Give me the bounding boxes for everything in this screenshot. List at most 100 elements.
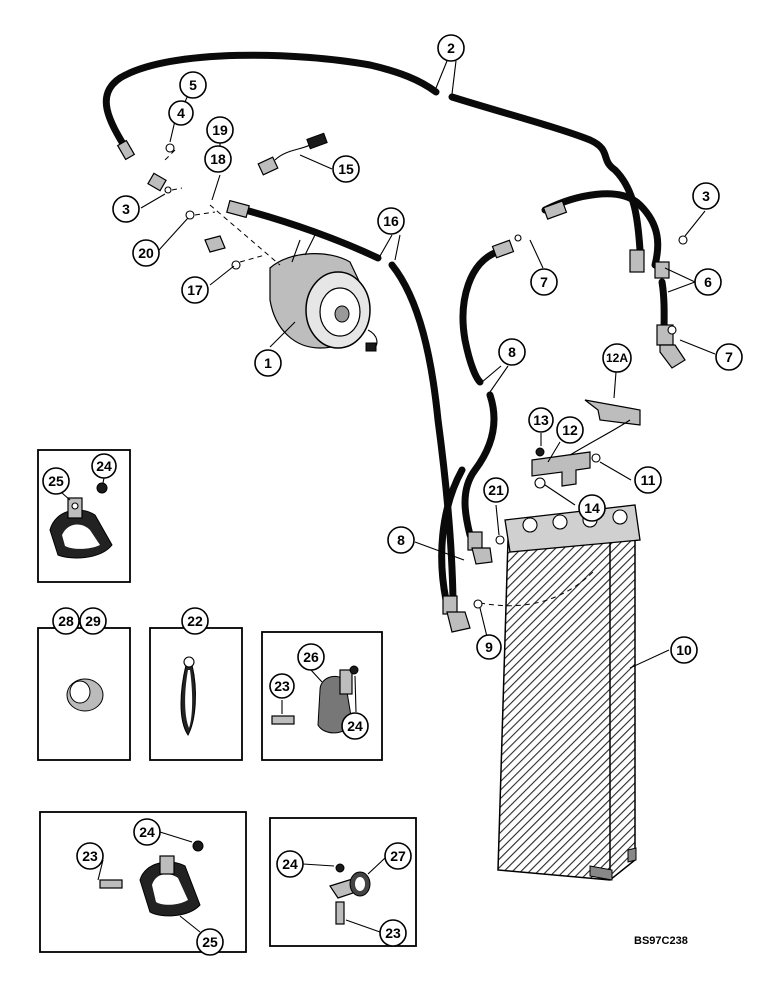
callout-4: 4 bbox=[168, 100, 194, 126]
callout-17: 17 bbox=[181, 276, 209, 304]
svg-text:15: 15 bbox=[338, 161, 354, 177]
svg-text:16: 16 bbox=[383, 213, 399, 229]
callout-25-inset1: 25 bbox=[42, 467, 70, 495]
svg-text:29: 29 bbox=[85, 613, 101, 629]
callout-2: 2 bbox=[437, 34, 465, 62]
callout-29: 29 bbox=[79, 607, 107, 635]
svg-text:1: 1 bbox=[264, 355, 272, 371]
callout-25-inset4: 25 bbox=[196, 928, 224, 956]
hose-6 bbox=[541, 190, 668, 339]
svg-text:3: 3 bbox=[122, 201, 130, 217]
callout-5: 5 bbox=[179, 71, 207, 99]
callout-23-inset4: 23 bbox=[76, 842, 104, 870]
hose-8-lower bbox=[461, 391, 498, 539]
svg-text:8: 8 bbox=[397, 532, 405, 548]
svg-text:13: 13 bbox=[533, 412, 549, 428]
hose-2-right bbox=[448, 93, 644, 254]
svg-text:7: 7 bbox=[540, 274, 548, 290]
callout-28: 28 bbox=[52, 607, 80, 635]
svg-text:19: 19 bbox=[212, 122, 228, 138]
callout-22: 22 bbox=[181, 607, 209, 635]
svg-text:22: 22 bbox=[187, 613, 203, 629]
svg-text:21: 21 bbox=[488, 482, 504, 498]
inset-grommet bbox=[37, 627, 131, 761]
svg-text:10: 10 bbox=[676, 642, 692, 658]
inset-leader-lines bbox=[61, 477, 386, 933]
hose-8-top bbox=[459, 248, 501, 386]
callout-13: 13 bbox=[528, 407, 554, 433]
callout-11: 11 bbox=[634, 466, 662, 494]
callout-8-left: 8 bbox=[387, 526, 415, 554]
callout-7-right: 7 bbox=[715, 343, 743, 371]
callout-24-inset3: 24 bbox=[341, 712, 369, 740]
callout-18: 18 bbox=[204, 145, 232, 173]
svg-text:12A: 12A bbox=[606, 351, 628, 365]
figure-code: BS97C238 bbox=[634, 935, 688, 947]
callout-26: 26 bbox=[297, 643, 325, 671]
callout-12a: 12A bbox=[602, 343, 632, 373]
svg-text:3: 3 bbox=[702, 188, 710, 204]
svg-text:25: 25 bbox=[202, 934, 218, 950]
hose-2-left bbox=[102, 51, 440, 156]
callout-24-inset1: 24 bbox=[91, 453, 117, 479]
callout-16: 16 bbox=[377, 207, 405, 235]
svg-text:11: 11 bbox=[641, 472, 656, 488]
svg-text:4: 4 bbox=[177, 105, 185, 121]
svg-text:27: 27 bbox=[390, 848, 406, 864]
svg-text:2: 2 bbox=[447, 40, 455, 56]
callout-12: 12 bbox=[556, 416, 584, 444]
callout-14: 14 bbox=[578, 494, 606, 522]
bracket-12 bbox=[531, 447, 591, 489]
callout-24-inset4: 24 bbox=[133, 818, 161, 846]
svg-text:24: 24 bbox=[282, 856, 298, 872]
callout-27: 27 bbox=[384, 842, 412, 870]
svg-text:6: 6 bbox=[704, 274, 712, 290]
o-ring-9 bbox=[473, 599, 483, 609]
hose-route-dashed bbox=[479, 569, 596, 607]
bracket-12a bbox=[569, 399, 641, 463]
svg-text:17: 17 bbox=[187, 282, 203, 298]
svg-text:25: 25 bbox=[48, 473, 64, 489]
small-parts-left bbox=[164, 143, 281, 270]
callout-19: 19 bbox=[206, 116, 234, 144]
svg-text:8: 8 bbox=[508, 344, 516, 360]
o-ring-7b bbox=[667, 325, 677, 335]
condenser bbox=[497, 504, 641, 881]
svg-text:23: 23 bbox=[82, 848, 98, 864]
callout-8-top: 8 bbox=[498, 338, 526, 366]
svg-text:18: 18 bbox=[210, 151, 226, 167]
compressor bbox=[269, 234, 378, 352]
hose-16-right bbox=[388, 261, 457, 604]
callout-6: 6 bbox=[694, 268, 722, 296]
callout-9: 9 bbox=[476, 634, 502, 660]
hose-8-diagonal bbox=[438, 466, 466, 604]
svg-text:23: 23 bbox=[385, 925, 401, 941]
svg-text:12: 12 bbox=[562, 422, 578, 438]
callout-24-inset5: 24 bbox=[276, 850, 304, 878]
svg-text:20: 20 bbox=[138, 245, 154, 261]
svg-text:14: 14 bbox=[584, 500, 600, 516]
o-ring-7 bbox=[514, 234, 522, 242]
callout-3-left: 3 bbox=[112, 195, 140, 223]
callout-15: 15 bbox=[332, 155, 360, 183]
o-ring-21 bbox=[495, 535, 505, 545]
inset-strap-22 bbox=[149, 627, 243, 761]
svg-text:26: 26 bbox=[303, 649, 319, 665]
svg-text:24: 24 bbox=[96, 458, 112, 474]
o-ring-3b bbox=[678, 235, 688, 245]
switch-15 bbox=[257, 132, 328, 176]
callout-21: 21 bbox=[483, 477, 509, 503]
svg-text:23: 23 bbox=[274, 678, 290, 694]
svg-text:24: 24 bbox=[347, 718, 363, 734]
svg-text:28: 28 bbox=[58, 613, 74, 629]
svg-text:7: 7 bbox=[725, 349, 733, 365]
callout-23-inset5: 23 bbox=[379, 919, 407, 947]
callout-23-inset3: 23 bbox=[269, 673, 295, 699]
svg-text:9: 9 bbox=[485, 639, 493, 655]
hose-16-left bbox=[241, 206, 382, 262]
callout-20: 20 bbox=[132, 239, 160, 267]
svg-text:5: 5 bbox=[189, 77, 197, 93]
callout-7-top: 7 bbox=[530, 268, 558, 296]
leader-lines bbox=[140, 60, 716, 669]
